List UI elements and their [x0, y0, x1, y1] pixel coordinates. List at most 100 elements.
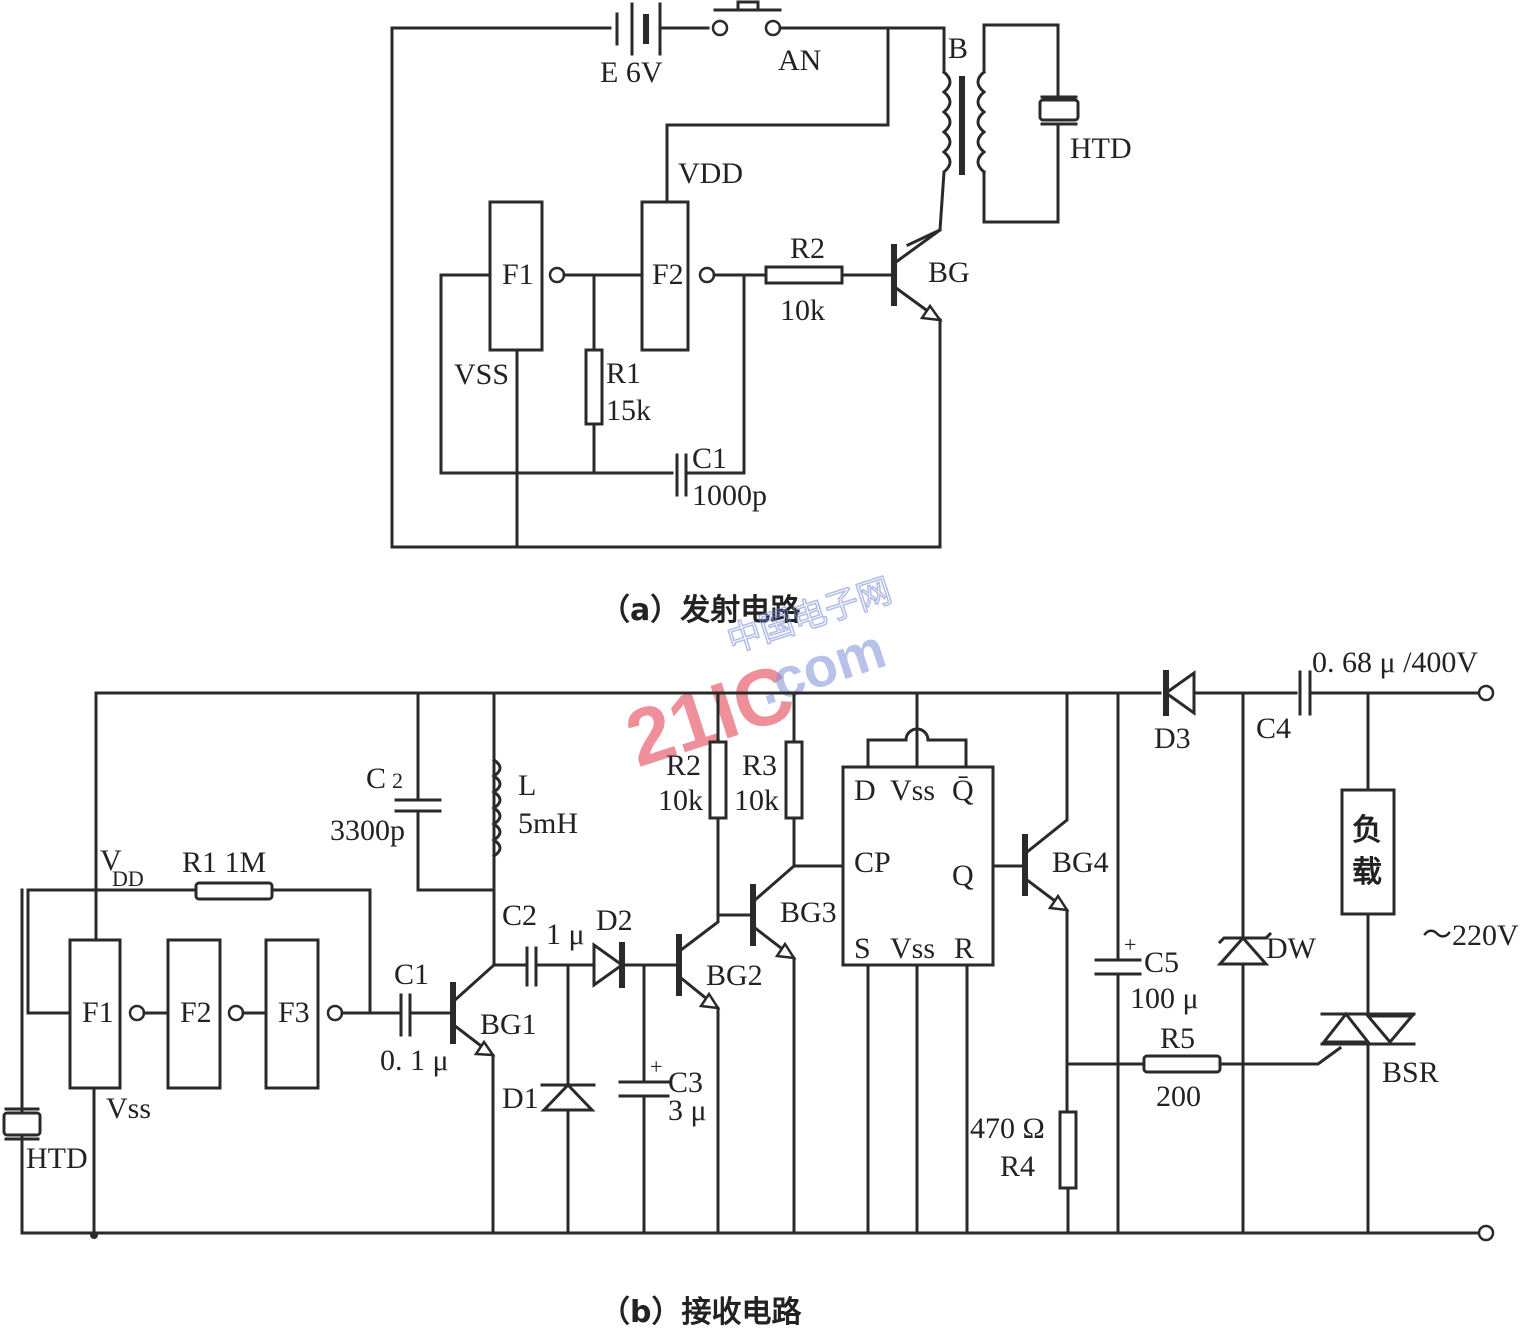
ff-qbar-label: Q̄ [952, 774, 974, 807]
dw-label: DW [1266, 932, 1317, 965]
transducer-label: HTD [1070, 132, 1132, 165]
load-box [1340, 788, 1396, 916]
wire-qbar-to-d [866, 727, 968, 769]
r3-name: R3 [742, 749, 777, 782]
vdd-label: V [100, 844, 122, 877]
battery-symbol [615, 2, 710, 56]
r3-value: 10k [734, 784, 779, 817]
vdd-label: VDD [678, 157, 743, 190]
c2-tank-value: 3300p [330, 814, 405, 847]
wire [1065, 1045, 1343, 1066]
inverter-bubble [326, 1004, 344, 1022]
caption-receiver: （b）接收电路 [600, 1295, 802, 1330]
mains-label: ～220V [1422, 919, 1519, 952]
gate-f2-label: F2 [180, 996, 212, 1029]
ff-vss-top-label: Vss [890, 774, 935, 807]
c3-value: 3 μ [668, 1094, 707, 1127]
push-switch-symbol [665, 0, 946, 202]
r2-name: R2 [790, 232, 825, 265]
gate-f3-label: F3 [278, 996, 310, 1029]
inverter-bubble [227, 1004, 245, 1022]
caption-transmitter: （a）发射电路 [600, 593, 801, 628]
c1-value: 1000p [692, 479, 767, 512]
bg1-label: BG1 [480, 1008, 537, 1041]
transmitter-circuit: E 6V AN B HTD VDD F1 F2 [390, 0, 1132, 549]
transistor-bg3 [716, 863, 797, 1235]
battery-label: E 6V [600, 56, 663, 89]
triac-bsr [1320, 1011, 1416, 1046]
bg3-label: BG3 [780, 896, 837, 929]
r5-name: R5 [1160, 1022, 1195, 1055]
mains-terminal-bottom[interactable] [1477, 1224, 1495, 1242]
transistor-bg4 [991, 691, 1070, 1114]
ff-r-label: R [954, 932, 974, 965]
transistor-label: BG [928, 256, 970, 289]
c2-tank-sub: 2 [392, 768, 403, 793]
inverter-bubble [698, 266, 716, 284]
inductor-name: L [518, 769, 536, 802]
c5-value: 100 μ [1130, 982, 1199, 1015]
resistor-r5 [1142, 1054, 1222, 1074]
gate-f3 [264, 938, 320, 1090]
r4-value: 470 Ω [970, 1112, 1045, 1145]
resistor-r3 [784, 740, 804, 820]
c2-name: C2 [502, 899, 537, 932]
r2-value: 10k [780, 294, 825, 327]
transducer-label: HTD [26, 1142, 88, 1175]
d-flipflop [841, 765, 995, 967]
c5-name: C5 [1144, 946, 1179, 979]
gate-f1-label: F1 [502, 258, 534, 291]
c3-plus: + [650, 1054, 662, 1079]
r4-name: R4 [1000, 1150, 1035, 1183]
transformer-symbol [906, 23, 1080, 247]
switch-label: AN [778, 44, 821, 77]
d3-label: D3 [1154, 722, 1191, 755]
wire [684, 273, 746, 475]
c1-name: C1 [692, 442, 727, 475]
c1-name: C1 [394, 958, 429, 991]
diode-d2 [592, 942, 625, 988]
r1-label: R1 1M [182, 846, 266, 879]
d2-label: D2 [596, 904, 633, 937]
resistor-r1 [584, 348, 604, 426]
diode-d1 [540, 1082, 596, 1112]
wire [416, 691, 496, 892]
wire [26, 888, 70, 1015]
gate-f1 [68, 938, 122, 1090]
diode-d3 [1163, 670, 1196, 716]
inductor-value: 5mH [518, 807, 578, 840]
load-label-2: 载 [1352, 855, 1382, 890]
r5-value: 200 [1156, 1080, 1201, 1113]
transistor-bg2 [676, 816, 721, 1235]
r2-value: 10k [658, 784, 703, 817]
resistor-r2 [708, 740, 728, 820]
inductor-l [491, 757, 502, 859]
transducer-htd [2, 1111, 42, 1137]
zener-dw [1216, 931, 1273, 966]
vss-label: VSS [454, 358, 509, 391]
resistor-r2 [764, 265, 844, 285]
transformer-label: B [948, 32, 968, 65]
c1-value: 0. 1 μ [380, 1044, 449, 1077]
mains-terminal-top[interactable] [1477, 684, 1495, 702]
ff-q-label: Q [952, 859, 974, 892]
c5-plus: + [1124, 932, 1136, 957]
c2-tank-name: C [366, 762, 386, 795]
bg4-label: BG4 [1052, 846, 1109, 879]
c4-value: 0. 68 μ /400V [1312, 646, 1478, 679]
resistor-r4 [1058, 1110, 1078, 1190]
transistor-bg [891, 227, 943, 323]
receiver-circuit: V DD R1 1M HTD F1 F2 F3 Vss C1 0. 1 μ [2, 646, 1519, 1242]
ff-d-label: D [854, 774, 876, 807]
wire [26, 888, 372, 1015]
wire [390, 26, 942, 549]
r2-name: R2 [666, 749, 701, 782]
triac-label: BSR [1382, 1056, 1439, 1089]
ff-s-label: S [854, 932, 871, 965]
ff-cp-label: CP [854, 846, 891, 879]
d1-label: D1 [502, 1082, 539, 1115]
r1-value: 15k [606, 394, 651, 427]
inverter-bubble [548, 266, 566, 284]
inverter-bubble [128, 1004, 146, 1022]
